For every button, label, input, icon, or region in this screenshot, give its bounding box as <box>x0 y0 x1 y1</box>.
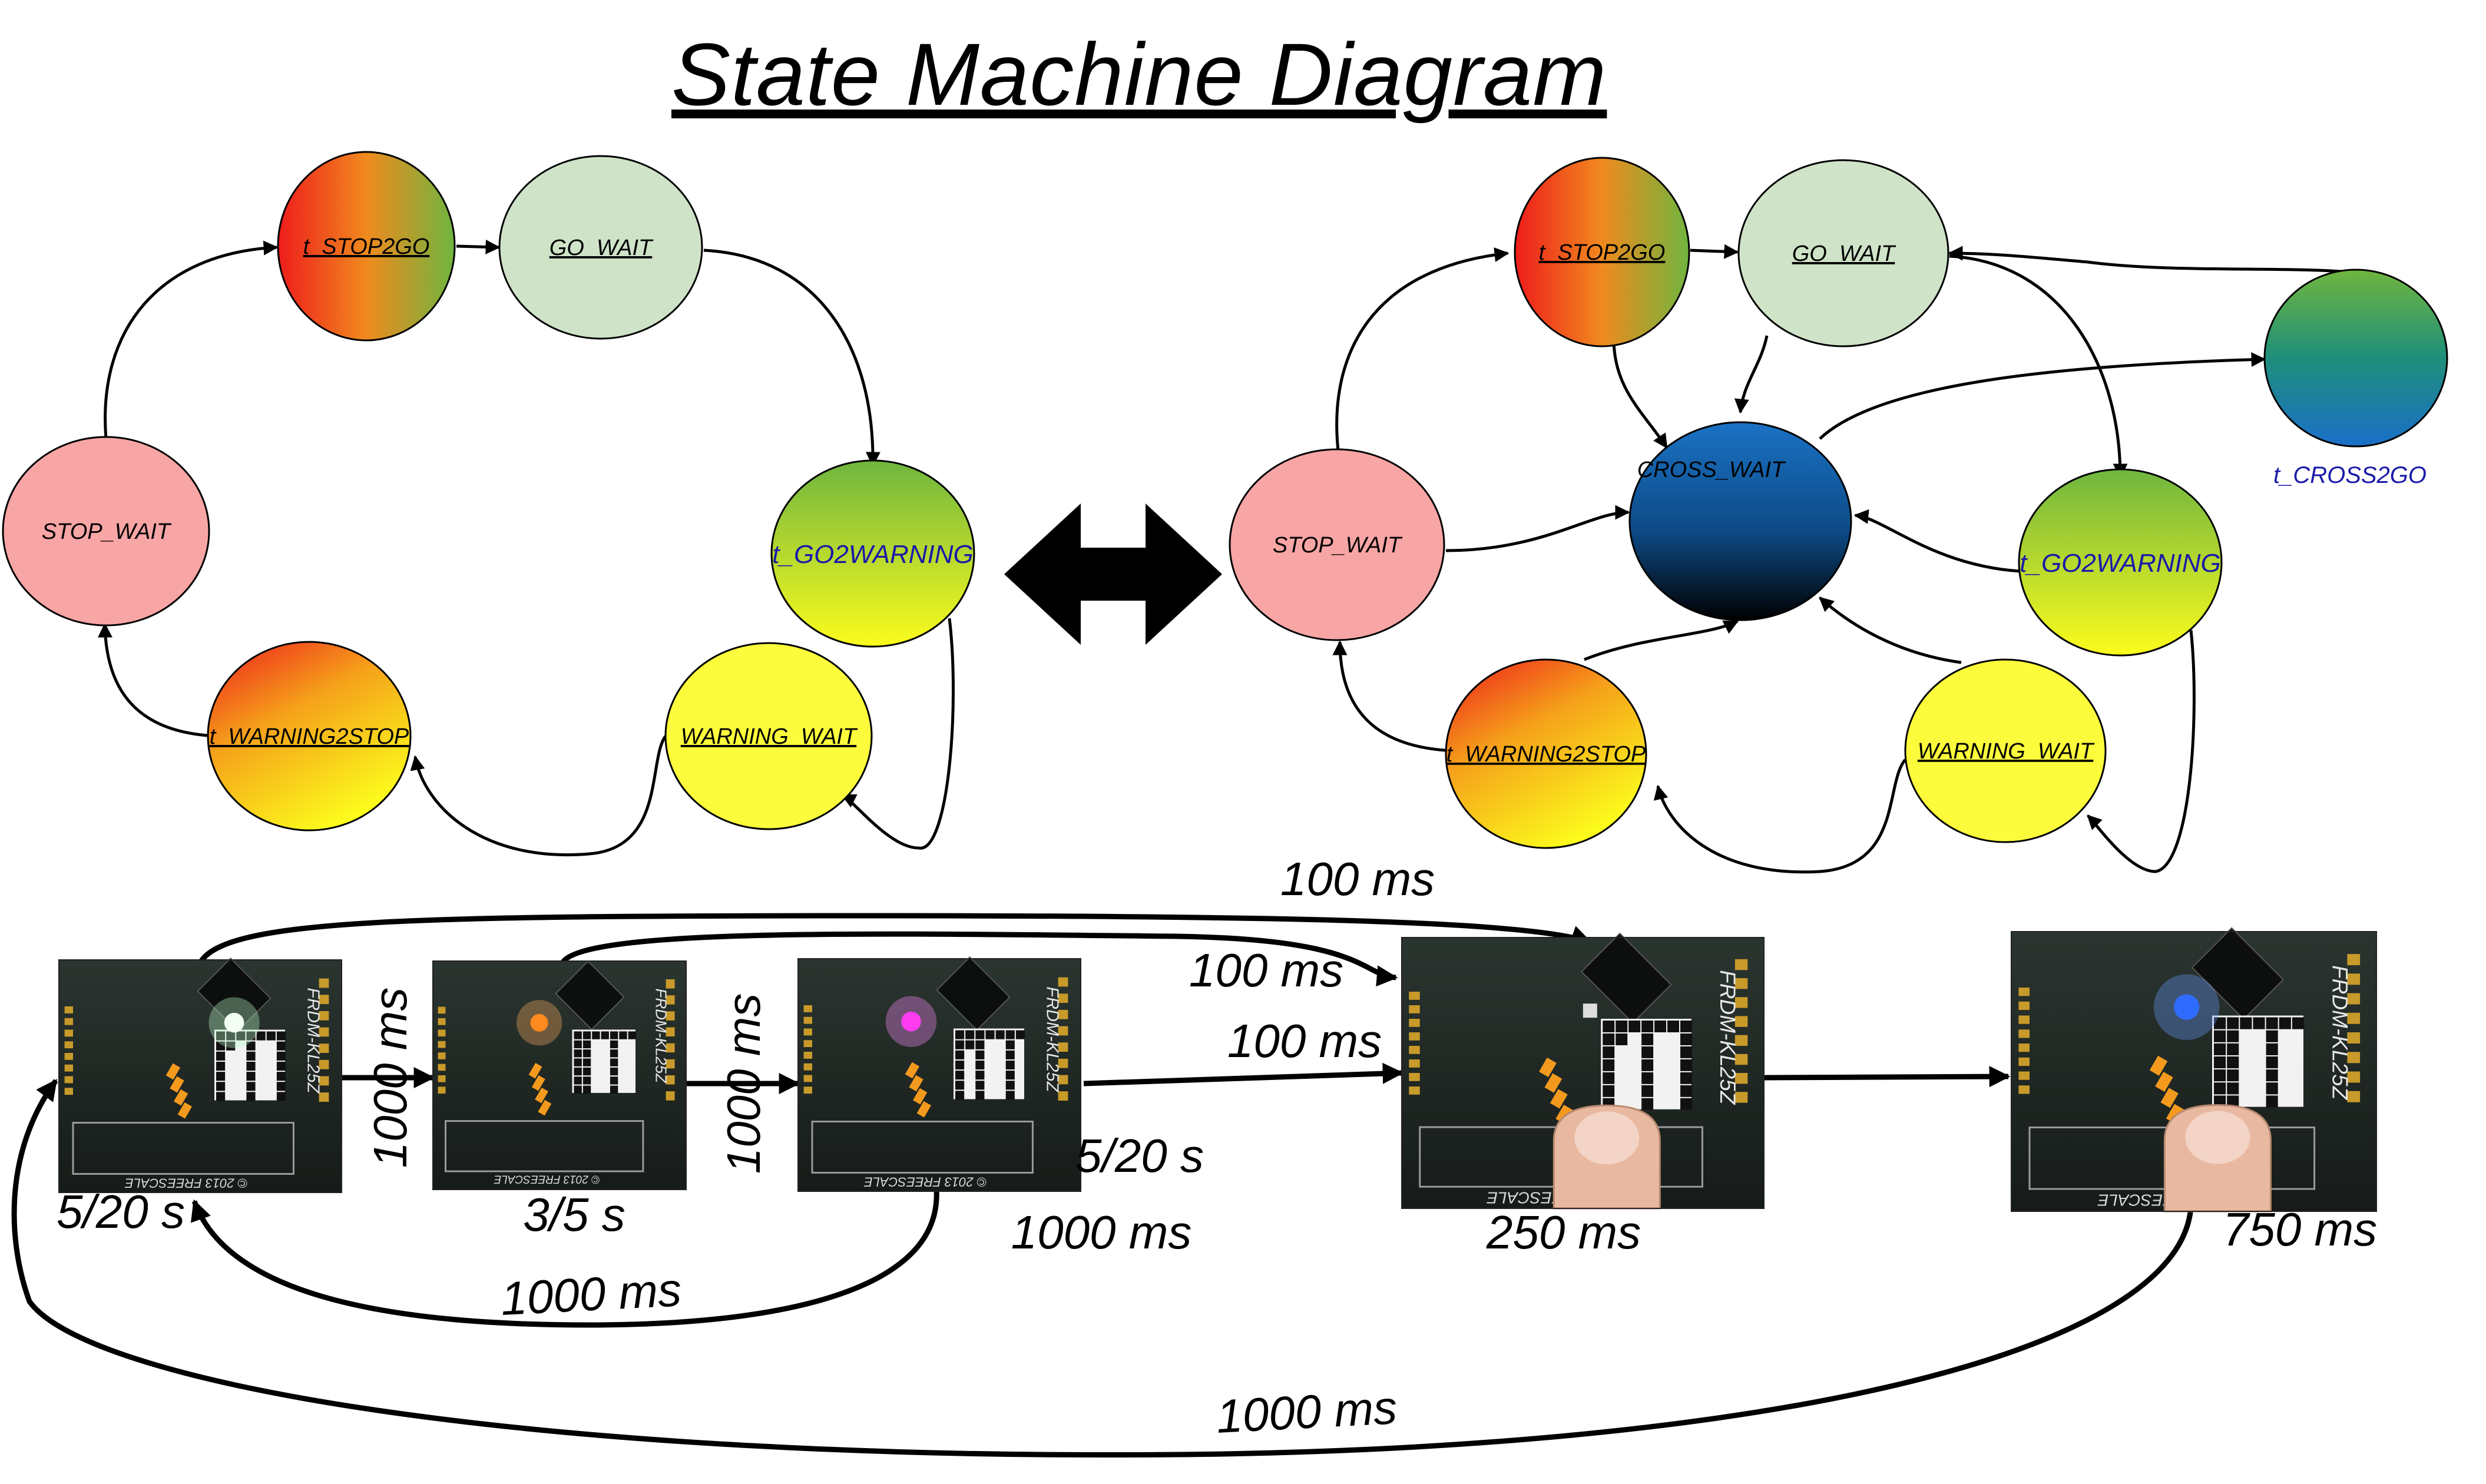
right-arrow-warningwait-to-crosswait <box>1819 597 1962 664</box>
left-label-t-stop2go: t_STOP2GO <box>303 234 430 259</box>
left-label-t-warning2stop: t_WARNING2STOP <box>210 724 409 749</box>
equivalence-double-arrow <box>1004 504 1222 645</box>
right-state-t-stop2go: t_STOP2GO <box>1514 157 1690 347</box>
right-state-t-go2warning: t_GO2WARNING <box>2018 468 2223 657</box>
caption-photo3: 5/20 s <box>1075 1129 1204 1182</box>
diagram-title: State Machine Diagram <box>671 25 1607 124</box>
board-silkscreen-label: FRDM-KL25Z <box>652 989 670 1084</box>
right-label-cross-wait: CROSS_WAIT <box>1637 458 1786 482</box>
left-state-go-wait: GO_WAIT <box>498 155 703 340</box>
left-arrow-stopwait-to-tstop2go <box>104 240 279 439</box>
right-state-stop-wait: STOP_WAIT <box>1229 448 1445 641</box>
right-label-go-wait: GO_WAIT <box>1792 241 1896 266</box>
label-1000ms-p2-p3: 1000 ms <box>717 993 770 1174</box>
right-label-stop-wait: STOP_WAIT <box>1273 533 1403 558</box>
arrow-photo5-to-photo1-loop <box>11 1079 2194 1458</box>
left-state-t-stop2go: t_STOP2GO <box>277 151 456 342</box>
label-1000ms-p3-to-p1: 1000 ms <box>499 1263 683 1325</box>
timeline-arrows <box>11 913 2194 1458</box>
caption-photo4: 250 ms <box>1486 1206 1641 1258</box>
board-photo-2: FRDM-KL25Z © 2013 FREESCALE <box>432 960 687 1190</box>
board-photo-3: FRDM-KL25Z © 2013 FREESCALE <box>797 956 1081 1192</box>
board-silkscreen-label: FRDM-KL25Z <box>1716 970 1740 1105</box>
label-1000ms-p1-p2: 1000 ms <box>364 988 416 1168</box>
left-arrow-tstop2go-to-gowait <box>456 239 501 254</box>
right-arrow-stopwait-to-tstop2go <box>1335 247 1510 451</box>
caption-photo1: 5/20 s <box>57 1185 185 1238</box>
right-arrow-tstop2go-to-gowait <box>1690 244 1739 259</box>
timeline-photos: FRDM-KL25Z © 2013 FREESCALE FRDM-KL25Z © 20… <box>58 927 2377 1213</box>
timeline-labels: 100 ms 100 ms 100 ms 1000 ms 1000 ms 100… <box>57 853 2377 1443</box>
led-light <box>2173 994 2200 1020</box>
caption-photo5: 750 ms <box>2223 1203 2377 1256</box>
arrow-photo3-to-photo4 <box>1083 1062 1404 1086</box>
right-state-t-cross2go: t_CROSS2GO <box>2263 269 2448 488</box>
right-label-t-stop2go: t_STOP2GO <box>1539 240 1666 265</box>
right-arrow-twarning2stop-to-stopwait <box>1332 640 1455 753</box>
right-arrow-warningwait-to-twarning2stop <box>1653 758 1906 874</box>
left-state-stop-wait: STOP_WAIT <box>2 436 210 627</box>
led-light <box>224 1012 244 1033</box>
board-photo-1: FRDM-KL25Z © 2013 FREESCALE <box>58 957 342 1193</box>
board-footer-text: © 2013 FREESCALE <box>125 1175 248 1190</box>
right-arrow-gowait-to-tgo2warning <box>1949 254 2128 479</box>
caption-photo2: 3/5 s <box>523 1188 625 1241</box>
right-state-go-wait: GO_WAIT <box>1737 159 1949 347</box>
left-label-t-go2warning: t_GO2WARNING <box>772 540 973 569</box>
led-light <box>530 1013 548 1032</box>
left-arrow-warningwait-to-twarning2stop <box>410 735 667 856</box>
left-state-t-warning2stop: t_WARNING2STOP <box>207 641 412 832</box>
right-state-machine: t_STOP2GO GO_WAIT CROSS_WAIT t_CROSS2GO … <box>1229 157 2448 874</box>
led-light <box>901 1011 921 1032</box>
label-100ms-lower: 100 ms <box>1227 1015 1382 1067</box>
arrow-photo3-to-photo1-loop <box>190 1189 939 1328</box>
right-label-t-cross2go: t_CROSS2GO <box>2273 462 2427 488</box>
board-photo-5: FRDM-KL25Z© 2013 FREESCALE <box>2011 927 2377 1213</box>
label-1000ms-p5-to-p1: 1000 ms <box>1215 1381 1398 1443</box>
left-label-go-wait: GO_WAIT <box>549 236 654 260</box>
left-arrow-twarning2stop-to-stopwait <box>97 622 219 738</box>
board-footer-text: © 2013 FREESCALE <box>494 1173 600 1185</box>
right-arrow-stopwait-to-crosswait <box>1445 505 1630 552</box>
arrow-photo2-to-photo4 <box>560 931 1398 987</box>
left-transitions <box>97 239 955 856</box>
right-state-t-warning2stop: t_WARNING2STOP <box>1445 658 1647 849</box>
board-silkscreen-label: FRDM-KL25Z <box>1042 986 1061 1092</box>
right-state-warning-wait: WARNING_WAIT <box>1904 658 2107 843</box>
right-transitions <box>1332 244 2368 874</box>
left-state-t-go2warning: t_GO2WARNING <box>770 459 975 648</box>
right-arrow-tcross2go-to-gowait <box>1948 246 2368 276</box>
right-arrow-gowait-to-crosswait <box>1734 335 1769 414</box>
left-label-stop-wait: STOP_WAIT <box>42 519 172 544</box>
right-label-t-warning2stop: t_WARNING2STOP <box>1446 742 1646 767</box>
right-label-warning-wait: WARNING_WAIT <box>1918 739 2095 764</box>
right-label-t-go2warning: t_GO2WARNING <box>2020 549 2220 578</box>
right-state-cross-wait: CROSS_WAIT <box>1628 421 1852 621</box>
board-silkscreen-label: FRDM-KL25Z <box>303 988 322 1094</box>
left-arrow-gowait-to-tgo2warning <box>703 249 880 467</box>
left-label-warning-wait: WARNING_WAIT <box>681 724 858 749</box>
right-arrow-twarning2stop-to-crosswait <box>1584 620 1739 661</box>
right-arrow-tstop2go-to-crosswait <box>1612 338 1669 449</box>
board-silkscreen-label: FRDM-KL25Z <box>2328 965 2352 1101</box>
arrow-photo4-to-photo5 <box>1763 1066 2011 1088</box>
label-100ms-top: 100 ms <box>1280 853 1435 905</box>
left-state-warning-wait: WARNING_WAIT <box>664 642 873 830</box>
right-arrow-tgo2warning-to-warningwait <box>2087 630 2196 873</box>
led-light <box>1583 1003 1597 1018</box>
right-arrow-tgo2warning-to-crosswait <box>1853 509 2021 573</box>
label-100ms-middle: 100 ms <box>1189 944 1343 996</box>
arrow-photo1-to-photo4-top <box>198 913 1593 965</box>
board-photo-4: FRDM-KL25Z© 2013 FREESCALE <box>1401 932 1765 1210</box>
right-arrow-crosswait-to-tcross2go <box>1819 352 2266 440</box>
left-arrow-tgo2warning-to-warningwait <box>840 618 955 850</box>
label-1000ms-p3: 1000 ms <box>1011 1206 1192 1258</box>
left-state-machine: t_STOP2GO GO_WAIT STOP_WAIT t_GO2WARNING… <box>2 151 975 856</box>
board-footer-text: © 2013 FREESCALE <box>864 1174 987 1189</box>
